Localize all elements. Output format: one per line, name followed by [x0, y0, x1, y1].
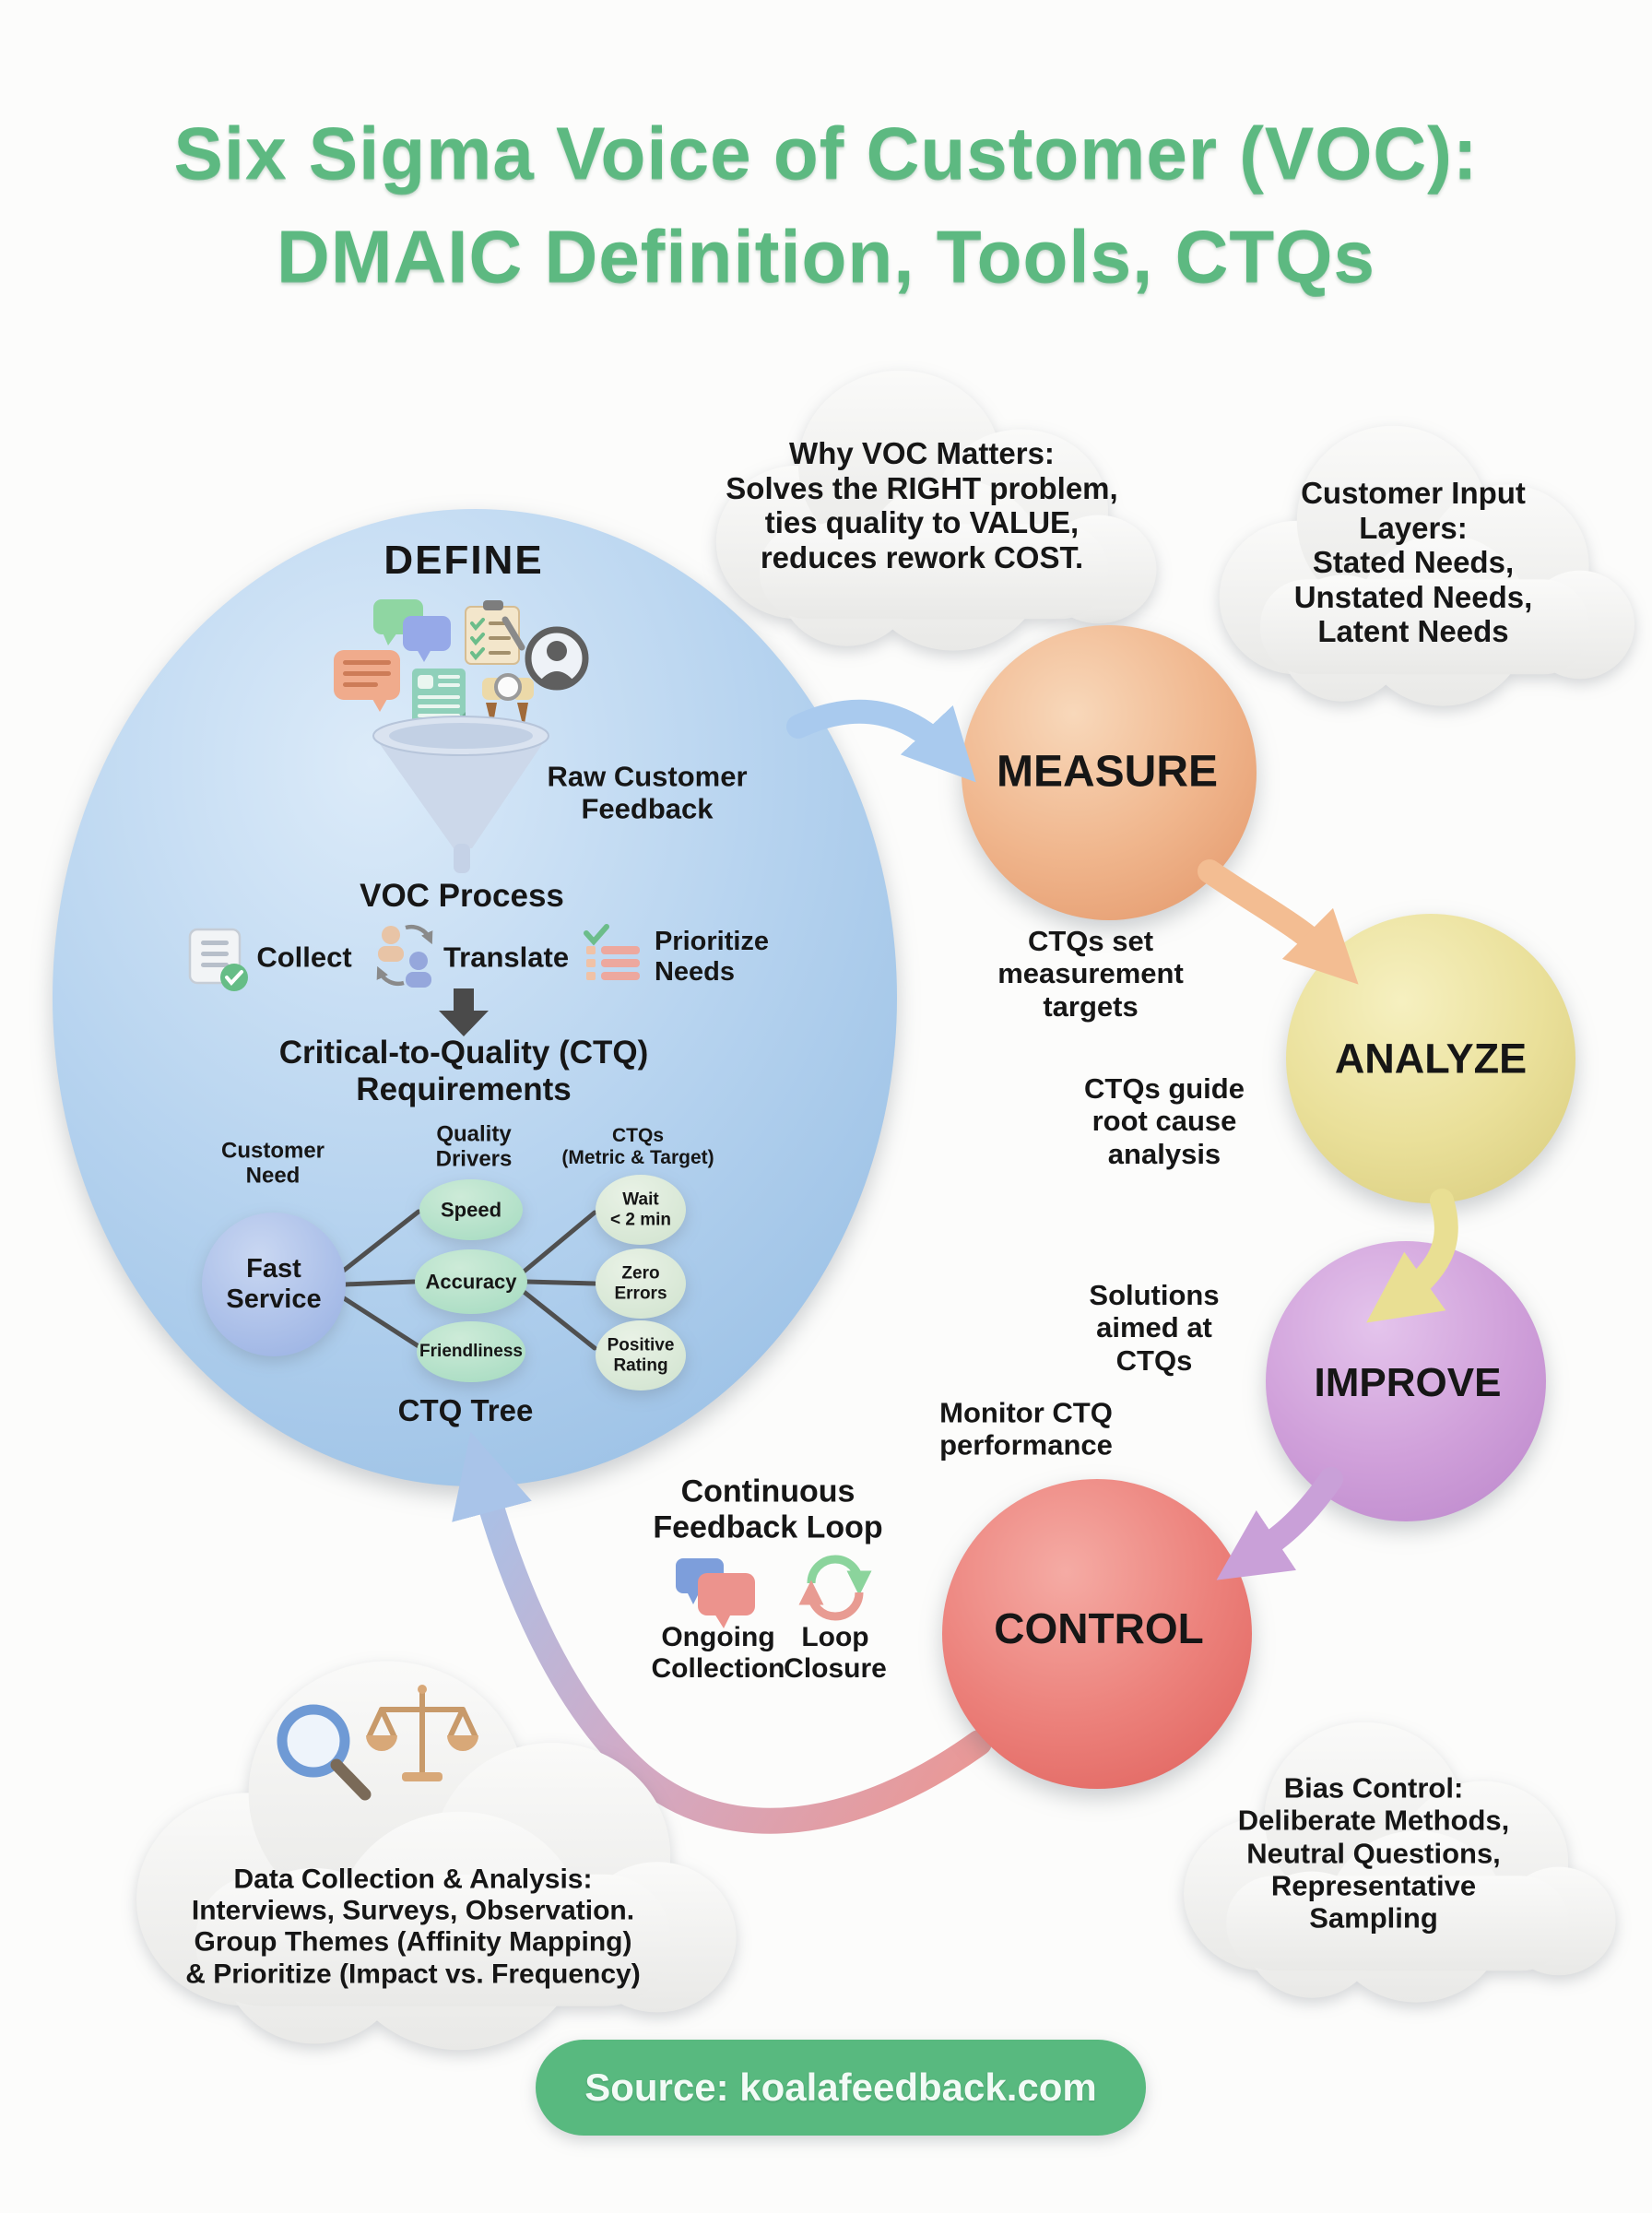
speech-bubble-orange-icon [334, 650, 400, 712]
ctq-tree-label: CTQ Tree [397, 1393, 534, 1428]
voc-process-label: VOC Process [360, 878, 564, 915]
source-pill [536, 2040, 1146, 2136]
measure-label: MEASURE [996, 747, 1219, 797]
control-circle [942, 1479, 1252, 1789]
tree-ctq-zero: Zero Errors [614, 1263, 667, 1303]
feedback-loop-arrow [452, 1431, 992, 1834]
cloud-data-collection-text: Data Collection & Analysis: Interviews, … [185, 1864, 641, 1990]
arrow-improve-control [1216, 1467, 1343, 1580]
ctq-tree-connectors [338, 1209, 597, 1351]
feedback-ongoing-label: Ongoing Collection [651, 1621, 785, 1684]
tree-header-need: Customer Need [220, 1138, 325, 1189]
tree-header-ctqs: CTQs (Metric & Target) [561, 1125, 714, 1168]
translate-icon [376, 924, 433, 988]
arrow-measure-analyze [1198, 859, 1359, 985]
analyze-caption: CTQs guide root cause analysis [1084, 1072, 1245, 1170]
step-collect-label: Collect [256, 941, 352, 974]
measure-caption: CTQs set measurement targets [997, 925, 1184, 1023]
cloud-bias-control-text: Bias Control: Deliberate Methods, Neutra… [1237, 1771, 1510, 1935]
step-translate-label: Translate [442, 941, 570, 974]
cloud-customer-input-text: Customer Input Layers: Stated Needs, Uns… [1293, 475, 1533, 649]
improve-caption: Solutions aimed at CTQs [1089, 1279, 1220, 1377]
cloud-why-voc-text: Why VOC Matters: Solves the RIGHT proble… [726, 435, 1118, 574]
arrow-analyze-improve [1366, 1189, 1458, 1323]
ctq-requirements-label: Critical-to-Quality (CTQ) Requirements [278, 1035, 649, 1107]
arrow-define-measure [786, 699, 976, 783]
funnel-icon [372, 716, 549, 873]
analyze-circle [1286, 914, 1575, 1203]
tree-ctq-positive: Positive Rating [607, 1335, 675, 1375]
down-arrow-icon [439, 988, 489, 1036]
feedback-closure-label: Loop Closure [784, 1621, 887, 1684]
tree-ctq-wait: Wait < 2 min [610, 1189, 671, 1229]
define-label: DEFINE [384, 537, 544, 583]
magnifier-icon [277, 1704, 372, 1801]
ctq-tree-ctq-nodes [596, 1175, 686, 1391]
control-label: CONTROL [994, 1604, 1204, 1652]
people-search-icon [482, 673, 534, 728]
collect-icon [188, 928, 248, 991]
improve-label: IMPROVE [1314, 1359, 1502, 1405]
cloud-data-collection [136, 1661, 737, 2051]
analyze-label: ANALYZE [1334, 1035, 1528, 1083]
source-label: Source: koalafeedback.com [584, 2065, 1097, 2110]
speech-bubble-blue-icon [403, 616, 451, 662]
tree-driver-speed: Speed [440, 1198, 502, 1222]
page-title-line2: DMAIC Definition, Tools, CTQs [277, 215, 1375, 298]
tree-driver-friendliness: Friendliness [419, 1342, 523, 1362]
tree-header-drivers: Quality Drivers [435, 1121, 513, 1172]
scales-icon [366, 1685, 478, 1781]
ctq-tree-need-node [202, 1213, 346, 1356]
loop-closure-icon [798, 1555, 872, 1621]
measure-circle [962, 625, 1257, 920]
avatar-icon [525, 626, 589, 691]
clipboard-icon [465, 600, 525, 665]
step-prioritize-label: Prioritize Needs [654, 926, 770, 987]
improve-circle [1266, 1241, 1546, 1521]
raw-feedback-label: Raw Customer Feedback [547, 760, 748, 825]
ctq-tree-driver-nodes [415, 1179, 527, 1382]
prioritize-icon [584, 924, 640, 980]
control-caption: Monitor CTQ performance [939, 1396, 1113, 1462]
ongoing-collection-bubbles-icon [676, 1558, 755, 1628]
page-title-line1: Six Sigma Voice of Customer (VOC): [173, 112, 1479, 195]
feedback-loop-title: Continuous Feedback Loop [653, 1473, 883, 1544]
tree-driver-accuracy: Accuracy [425, 1270, 517, 1294]
tree-need-label: Fast Service [226, 1253, 322, 1314]
